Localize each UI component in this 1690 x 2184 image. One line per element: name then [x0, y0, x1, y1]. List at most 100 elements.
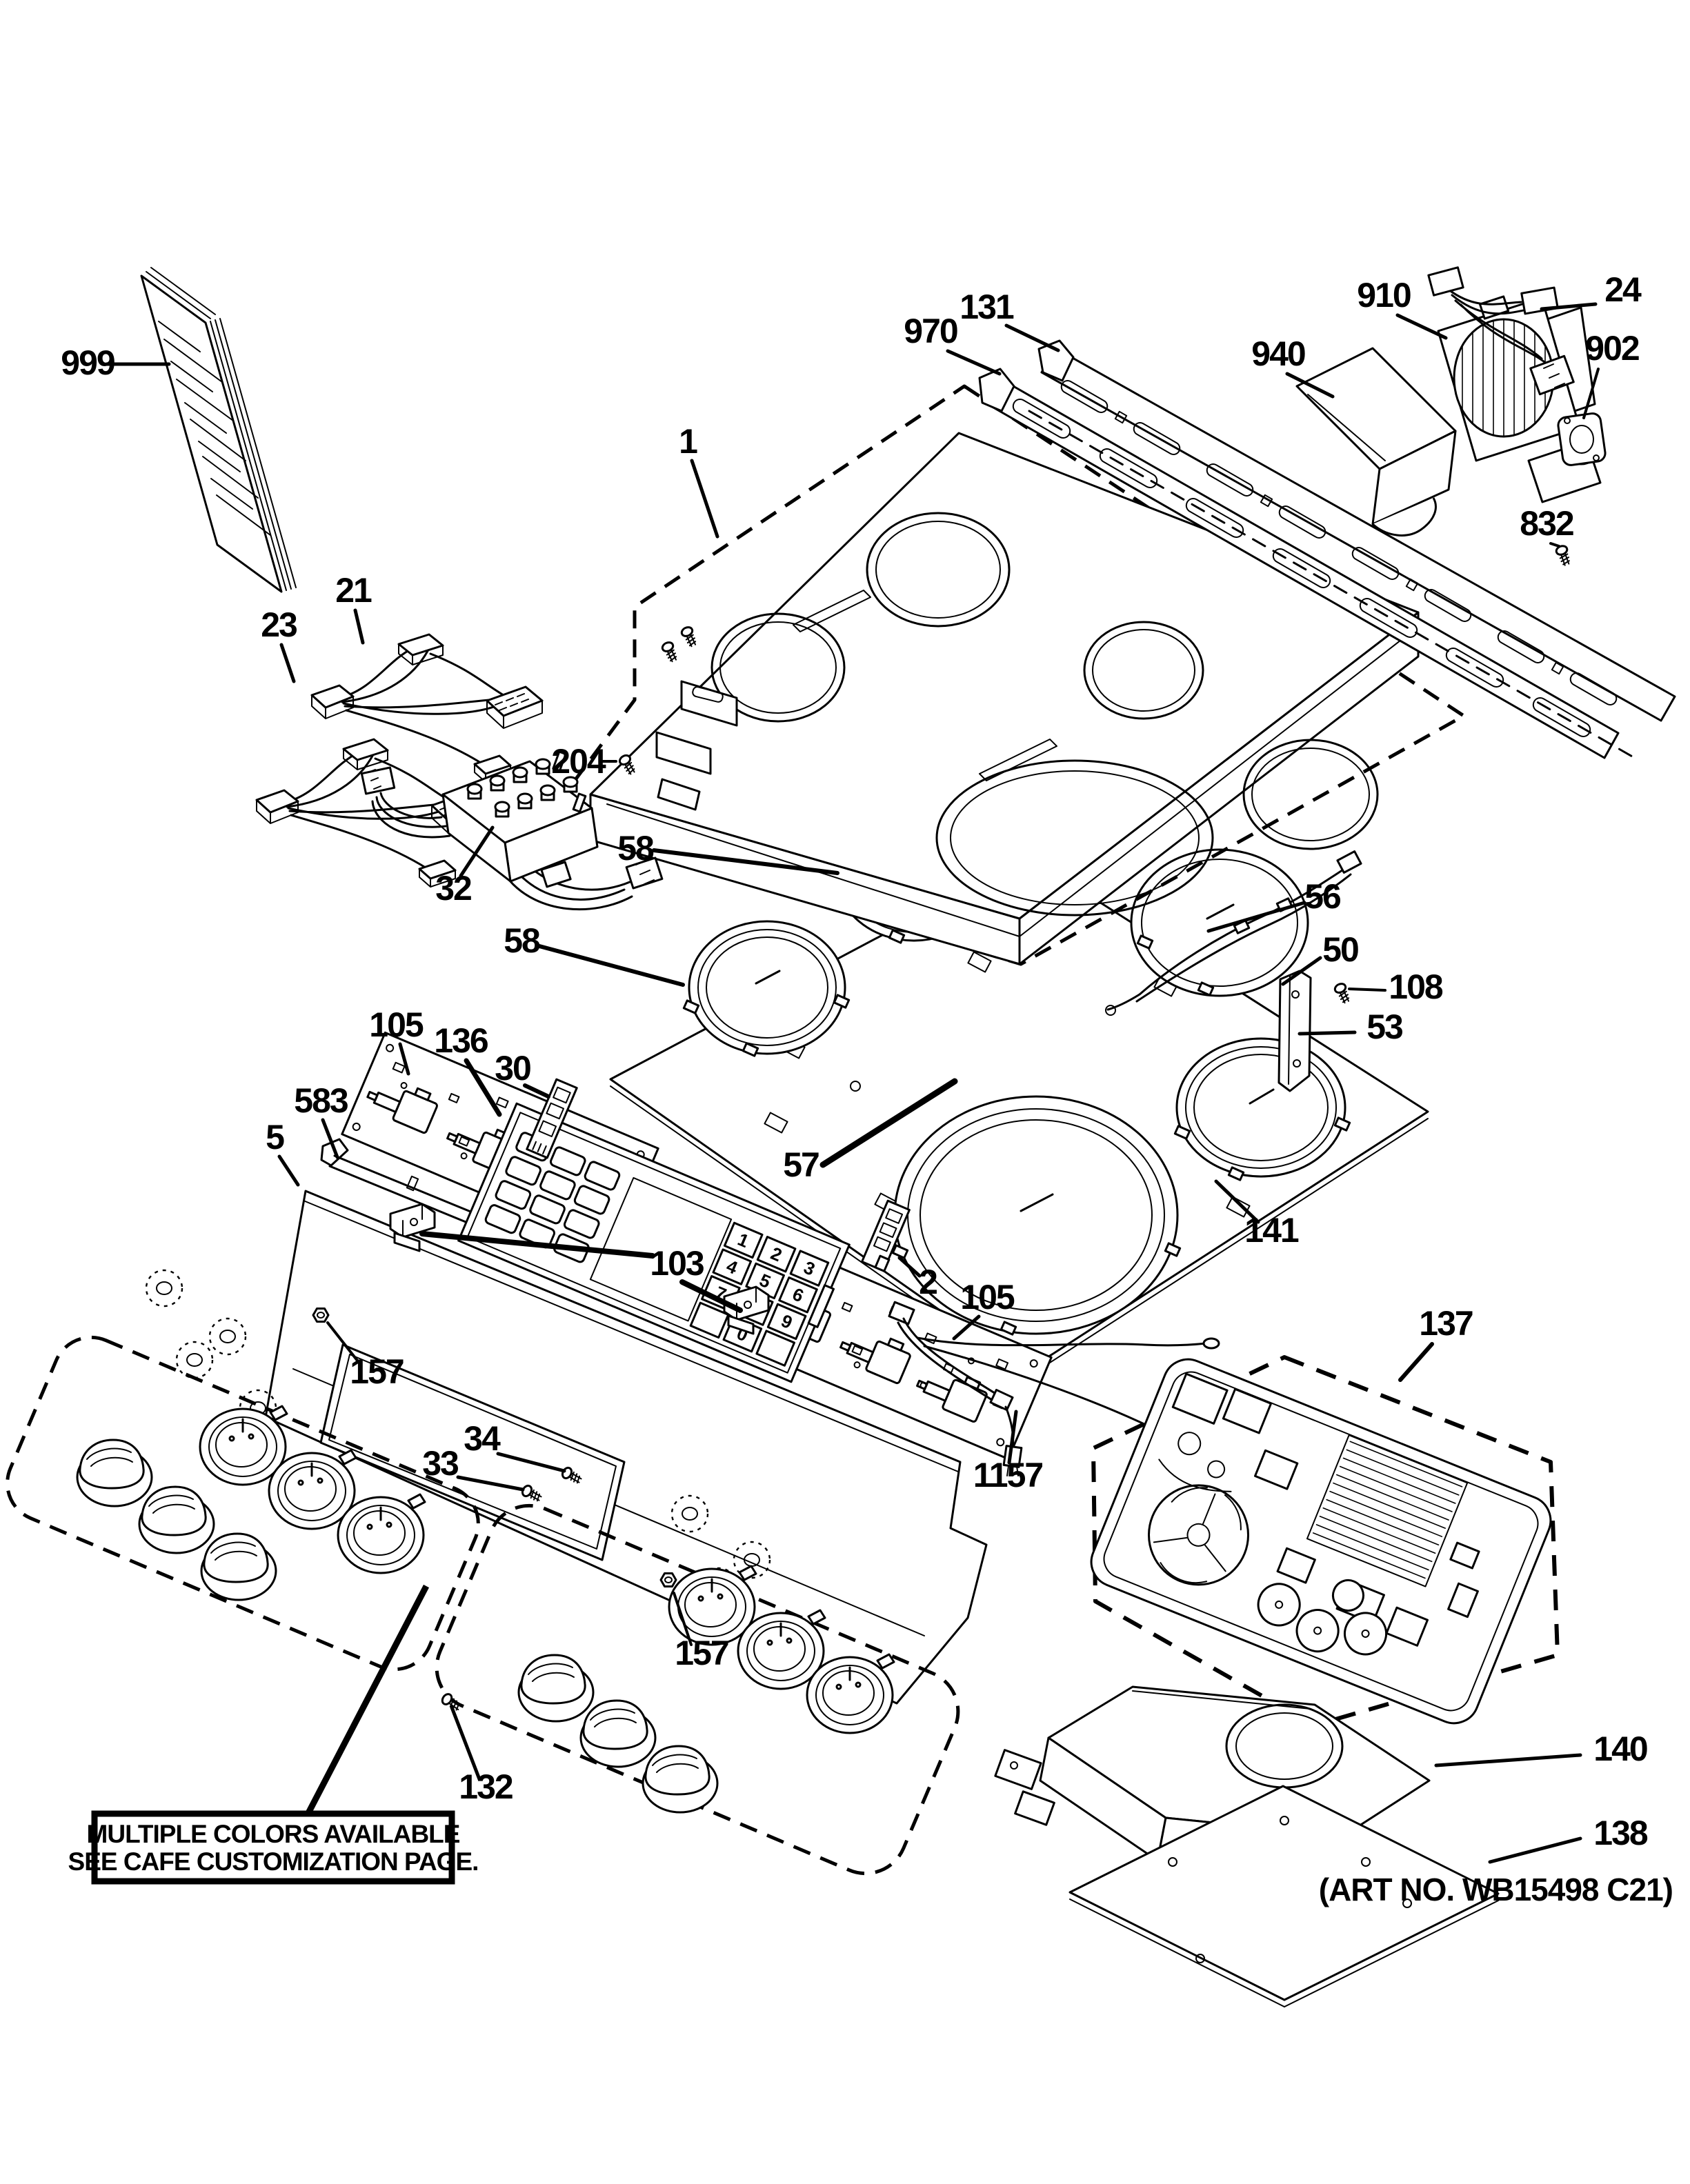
- chassis-end-brackets: [655, 680, 738, 811]
- heatsink-fins: [1312, 1441, 1463, 1579]
- burner-circles: [710, 512, 1379, 916]
- callout-53-leader: [1298, 1030, 1357, 1036]
- callout-940-leader: [1285, 372, 1335, 399]
- note-line-1: MULTIPLE COLORS AVAILABLE: [87, 1820, 460, 1848]
- callout-23-leader: [279, 643, 296, 683]
- callout-1157-leader: [1007, 1410, 1018, 1465]
- callout-137: 137: [1419, 1304, 1473, 1343]
- screw-108: [1332, 981, 1353, 1005]
- callout-5-leader: [277, 1154, 300, 1187]
- callout-1: 1: [679, 422, 697, 461]
- callout-832: 832: [1520, 504, 1573, 543]
- callout-131: 131: [960, 288, 1014, 326]
- callout-138-leader: [1488, 1836, 1582, 1864]
- callout-832-leader: [1549, 542, 1560, 548]
- callout-57-leader: [819, 1078, 958, 1168]
- callout-105-left: 105: [369, 1005, 424, 1044]
- callout-132: 132: [459, 1767, 513, 1806]
- vent-trim-rear-131: [1037, 339, 1676, 722]
- callout-103-leader: [419, 1231, 655, 1259]
- chassis-screw: [659, 639, 681, 664]
- callout-103: 103: [650, 1244, 704, 1283]
- burner-knob: [138, 1485, 215, 1554]
- chassis-screw: [679, 624, 700, 649]
- callout-105-right-leader: [952, 1314, 981, 1341]
- callout-32: 32: [435, 869, 471, 908]
- callout-33-leader: [456, 1475, 525, 1492]
- terminal-posts: [466, 750, 587, 818]
- callout-138: 138: [1593, 1814, 1648, 1852]
- callout-140: 140: [1593, 1730, 1647, 1768]
- burner-knob: [517, 1654, 595, 1723]
- callout-58-top-leader: [652, 848, 839, 875]
- burner-knob: [200, 1532, 277, 1601]
- callout-583-leader: [321, 1118, 339, 1159]
- callout-21: 21: [335, 571, 372, 610]
- callout-136-leader: [464, 1058, 502, 1117]
- callout-56: 56: [1304, 877, 1340, 916]
- callout-58-left-leader: [537, 944, 685, 987]
- booklet-text-lines: [158, 321, 271, 536]
- callout-33: 33: [422, 1444, 458, 1483]
- vent-trim-front-970: [978, 368, 1635, 759]
- callout-157-right: 157: [675, 1634, 728, 1672]
- knob-set-A: [6, 1335, 480, 1672]
- callout-24: 24: [1604, 270, 1642, 309]
- callout-105-left-leader: [398, 1042, 410, 1076]
- terminal-block-assembly: [360, 750, 664, 911]
- callout-137-leader: [1398, 1342, 1434, 1382]
- motor-gasket: [1557, 412, 1607, 466]
- color-note-box: MULTIPLE COLORS AVAILABLE SEE CAFE CUSTO…: [68, 1810, 479, 1885]
- callout-103-leader: [679, 1279, 743, 1313]
- callout-940: 940: [1251, 334, 1305, 373]
- callout-999: 999: [61, 343, 115, 382]
- main-glass-cooktop: [543, 384, 1466, 966]
- knob-set-B: [435, 1503, 960, 1876]
- callout-204: 204: [551, 742, 606, 781]
- note-box-leader: [305, 1584, 429, 1816]
- callout-140-leader: [1434, 1753, 1582, 1767]
- panel-nut-157b: [659, 1572, 677, 1587]
- callout-50: 50: [1322, 930, 1358, 969]
- callout-157-right-leader: [673, 1592, 693, 1646]
- callout-30-leader: [523, 1083, 550, 1099]
- note-line-2: SEE CAFE CUSTOMIZATION PAGE.: [68, 1847, 479, 1876]
- surface-element-left-front: [682, 920, 851, 1057]
- callout-34: 34: [464, 1419, 501, 1458]
- callout-23: 23: [261, 605, 297, 644]
- callout-132-leader: [450, 1705, 481, 1781]
- burner-knob: [642, 1745, 719, 1814]
- duct-base-plate: [1068, 1785, 1500, 2007]
- callout-58-top: 58: [617, 829, 654, 868]
- air-shield-bracket: [1295, 347, 1457, 537]
- callout-57: 57: [783, 1145, 819, 1184]
- switch-board-30: [526, 1078, 578, 1159]
- callout-902: 902: [1585, 329, 1639, 368]
- callout-5: 5: [266, 1118, 284, 1156]
- callout-2: 2: [919, 1263, 937, 1301]
- callout-58-left: 58: [504, 921, 540, 960]
- burner-knob: [579, 1699, 657, 1768]
- callout-1-leader: [690, 459, 719, 539]
- callout-910: 910: [1357, 276, 1411, 314]
- panel-display-window: [319, 1343, 626, 1561]
- screw-832: [1553, 543, 1573, 568]
- callout-24-leader: [1540, 302, 1598, 311]
- art-number: (ART NO. WB15498 C21): [1319, 1872, 1673, 1907]
- callout-157-left-leader: [326, 1321, 361, 1365]
- callout-902-leader: [1582, 368, 1600, 419]
- callout-53: 53: [1366, 1008, 1402, 1046]
- element-support-bracket-50: [1278, 970, 1312, 1092]
- switch-board-2: [861, 1199, 911, 1272]
- callout-141-leader: [1214, 1179, 1260, 1224]
- surface-element-rear-center: [1130, 848, 1309, 997]
- callout-970-leader: [946, 349, 1002, 376]
- callout-32-leader: [459, 825, 495, 878]
- callout-910-leader: [1395, 313, 1448, 340]
- callout-108-leader: [1348, 988, 1386, 992]
- callout-108: 108: [1389, 968, 1443, 1006]
- callout-105-right: 105: [960, 1278, 1015, 1316]
- burner-knob: [76, 1439, 153, 1507]
